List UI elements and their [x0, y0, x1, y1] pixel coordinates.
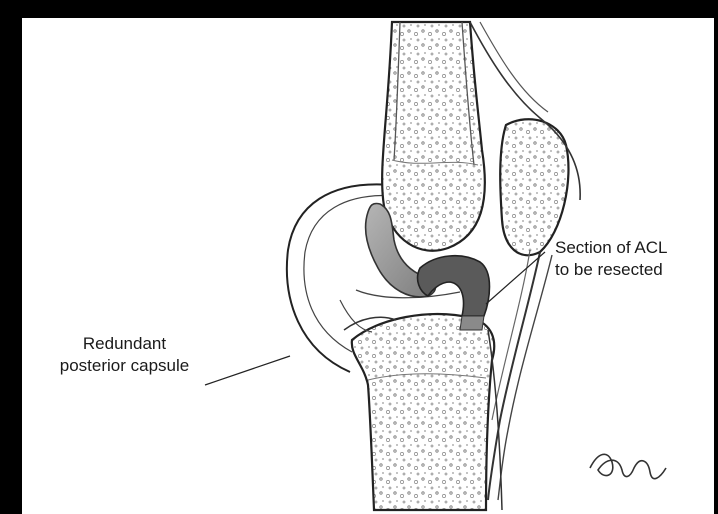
tibia	[344, 314, 494, 510]
patella	[470, 22, 580, 255]
acl-label-line2: to be resected	[555, 259, 667, 281]
capsule-label-line2: posterior capsule	[42, 355, 207, 377]
capsule-leader-line	[205, 356, 290, 385]
signature-mark	[590, 454, 666, 478]
acl-callout-label: Section of ACL to be resected	[555, 237, 667, 281]
capsule-callout-label: Redundant posterior capsule	[42, 333, 207, 377]
femur	[382, 22, 485, 251]
acl-section-resected	[418, 256, 490, 316]
acl-leader-line	[486, 252, 545, 304]
capsule-label-line1: Redundant	[42, 333, 207, 355]
patellar-tendon	[488, 252, 540, 500]
acl-label-line1: Section of ACL	[555, 237, 667, 259]
